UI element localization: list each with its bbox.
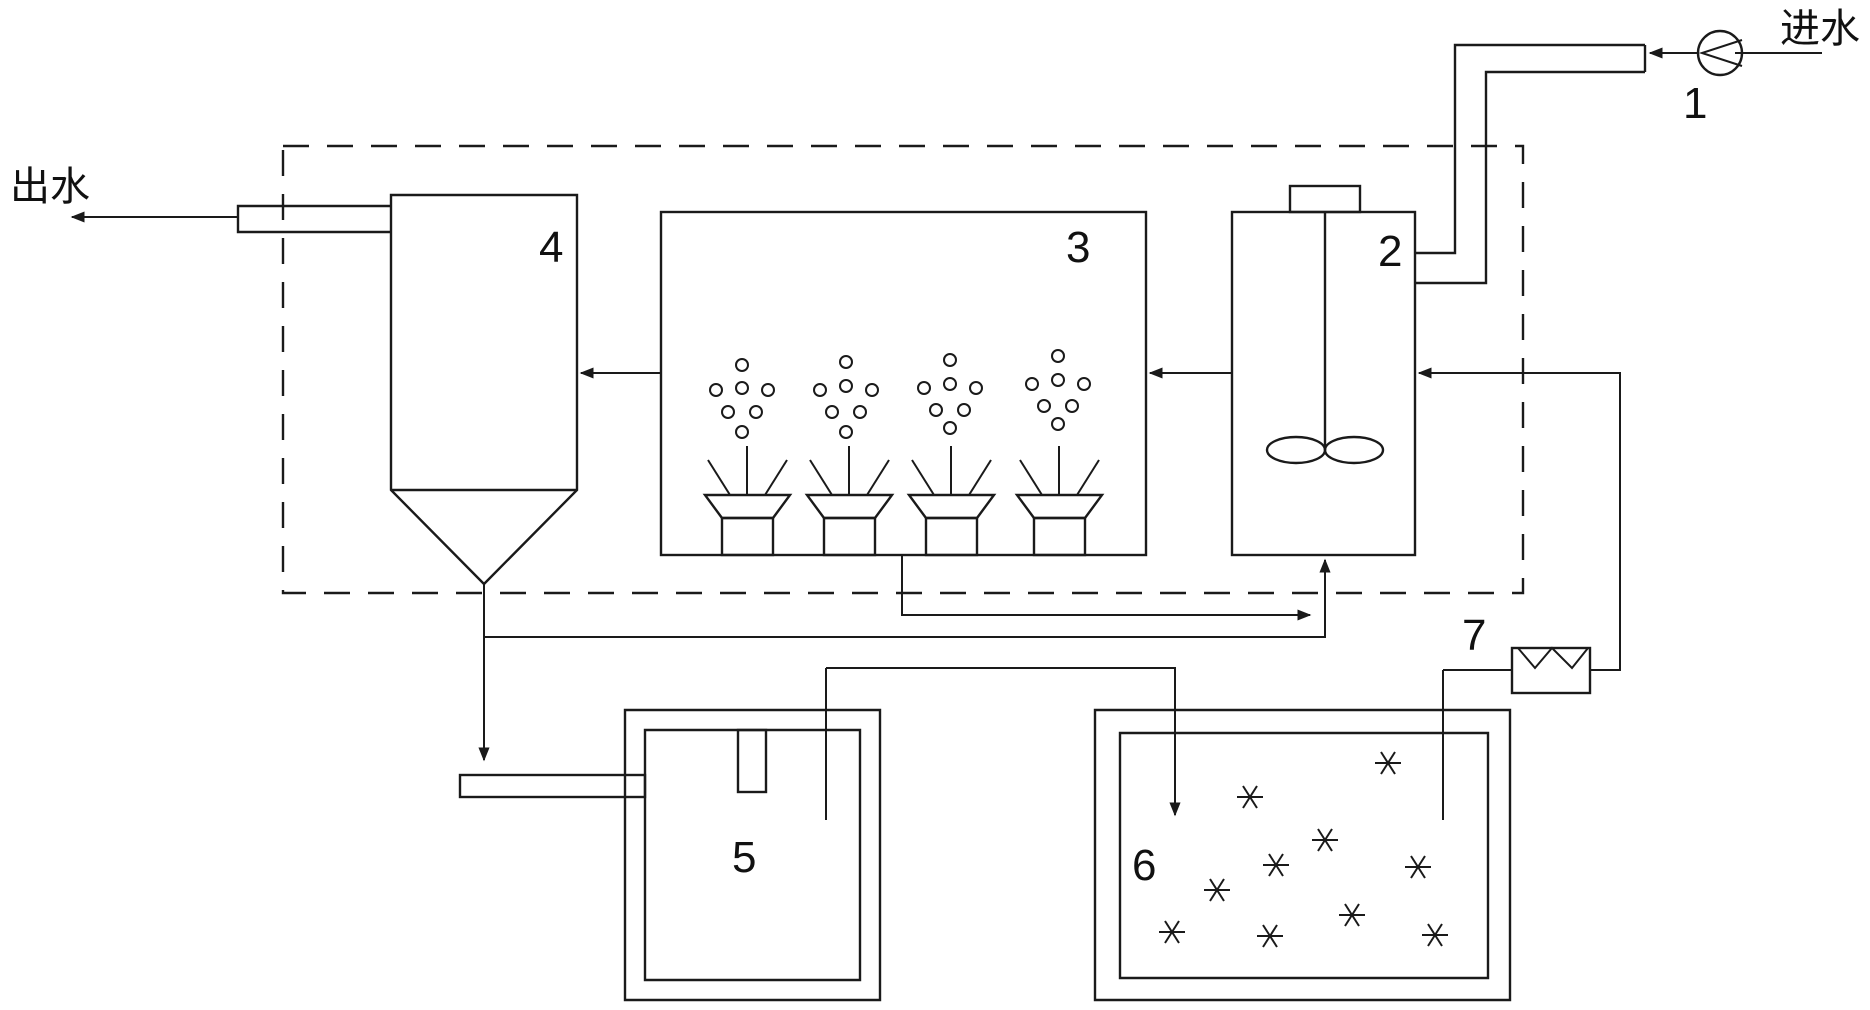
diffuser-1 (702, 446, 793, 557)
aeration-tank-3 (659, 210, 1148, 557)
air-bubbles (709, 349, 1091, 439)
inlet-label: 进水 (1780, 6, 1860, 52)
aeration-return-line (901, 555, 1312, 621)
outlet-pipe (70, 204, 391, 234)
tank5-inlet-pipe (458, 773, 647, 799)
mixer-number: 2 (1378, 227, 1402, 276)
tank5-to-tank6-line (826, 667, 1181, 817)
pump-number: 1 (1683, 79, 1707, 128)
aeration-number: 3 (1066, 223, 1090, 272)
valve-number: 7 (1462, 611, 1486, 660)
clarifier-number: 4 (539, 223, 563, 272)
pump-1 (1648, 29, 1744, 77)
valve-7 (1443, 646, 1592, 695)
mixer-blade-left (1265, 435, 1327, 465)
sludge-return-line (483, 558, 1331, 638)
diffuser-2 (804, 446, 895, 557)
tank5-baffle (736, 728, 768, 794)
tank-5 (458, 668, 882, 1002)
media-stars (1159, 751, 1448, 948)
tank6-number: 6 (1132, 841, 1156, 890)
mixer-blade-right (1323, 435, 1385, 465)
clarifier-4 (389, 193, 579, 586)
tank5-number: 5 (732, 833, 756, 882)
mixing-tank-2 (1230, 184, 1417, 557)
valve-return-line (1417, 367, 1621, 671)
outlet-label: 出水 (10, 164, 90, 210)
tank-6 (1093, 670, 1512, 1002)
diffuser-3 (906, 446, 997, 557)
diffuser-4 (1014, 446, 1105, 557)
inlet-pipe (1415, 43, 1647, 285)
mixer-motor (1288, 184, 1362, 214)
